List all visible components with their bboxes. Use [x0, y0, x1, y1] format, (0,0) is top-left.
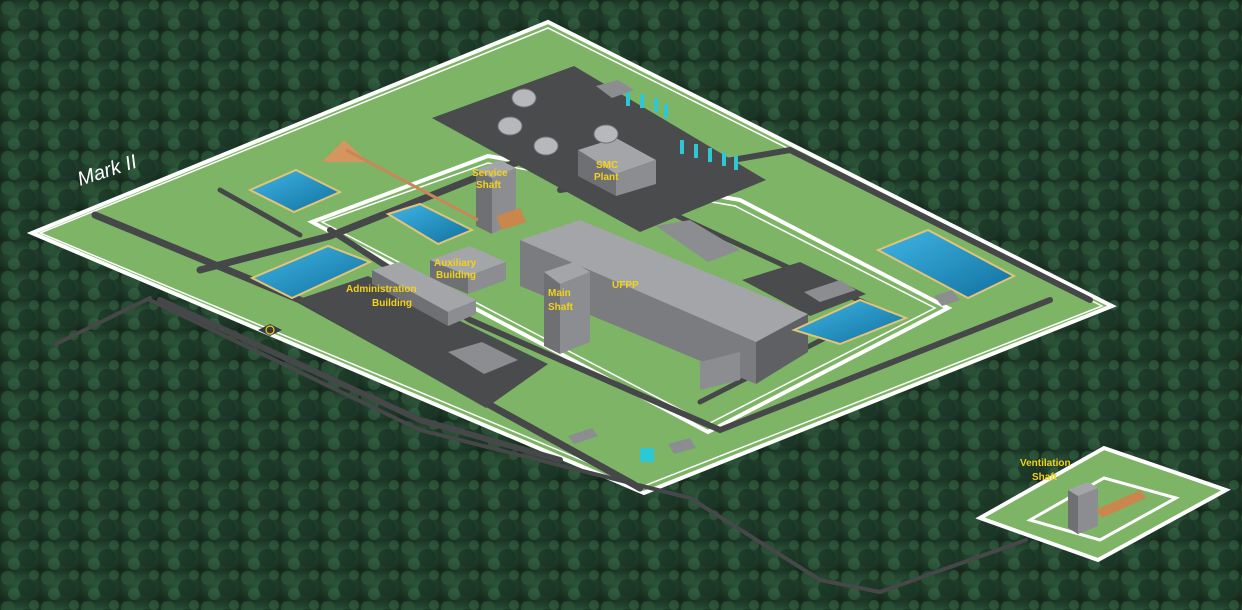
helipad	[258, 324, 282, 336]
main-shaft-building	[544, 262, 590, 354]
label-ventilation-shaft-line2: Shaft	[1032, 472, 1058, 483]
east-paved-area	[742, 262, 866, 316]
cooling-equipment	[626, 92, 738, 462]
label-auxiliary-building-line1: Auxiliary	[434, 258, 477, 269]
label-service-shaft-line2: Shaft	[476, 180, 502, 191]
service-shaft-building	[476, 160, 526, 234]
label-administration-building-line1: Administration	[346, 284, 417, 295]
label-smc-plant-line2: Plant	[594, 172, 619, 183]
ventilation-shaft-pad	[975, 445, 1231, 563]
label-administration-building-line2: Building	[372, 298, 412, 309]
administration-building	[372, 262, 476, 326]
ponds	[247, 168, 1017, 346]
small-buildings	[448, 80, 960, 454]
label-service-shaft-line1: Service	[472, 168, 508, 179]
admin-paved-area	[296, 276, 548, 408]
storage-domes	[497, 88, 619, 156]
label-main-shaft-line2: Shaft	[548, 302, 574, 313]
smc-plant-building	[578, 138, 656, 196]
stockpile-cone	[322, 140, 479, 222]
label-ufpp: UFPP	[612, 280, 639, 291]
label-smc-plant-line1: SMC	[596, 160, 618, 171]
label-auxiliary-building-line2: Building	[436, 270, 476, 281]
label-main-shaft-line1: Main	[548, 288, 571, 299]
label-ventilation-shaft-line1: Ventilation	[1020, 458, 1071, 469]
auxiliary-building	[430, 246, 506, 294]
